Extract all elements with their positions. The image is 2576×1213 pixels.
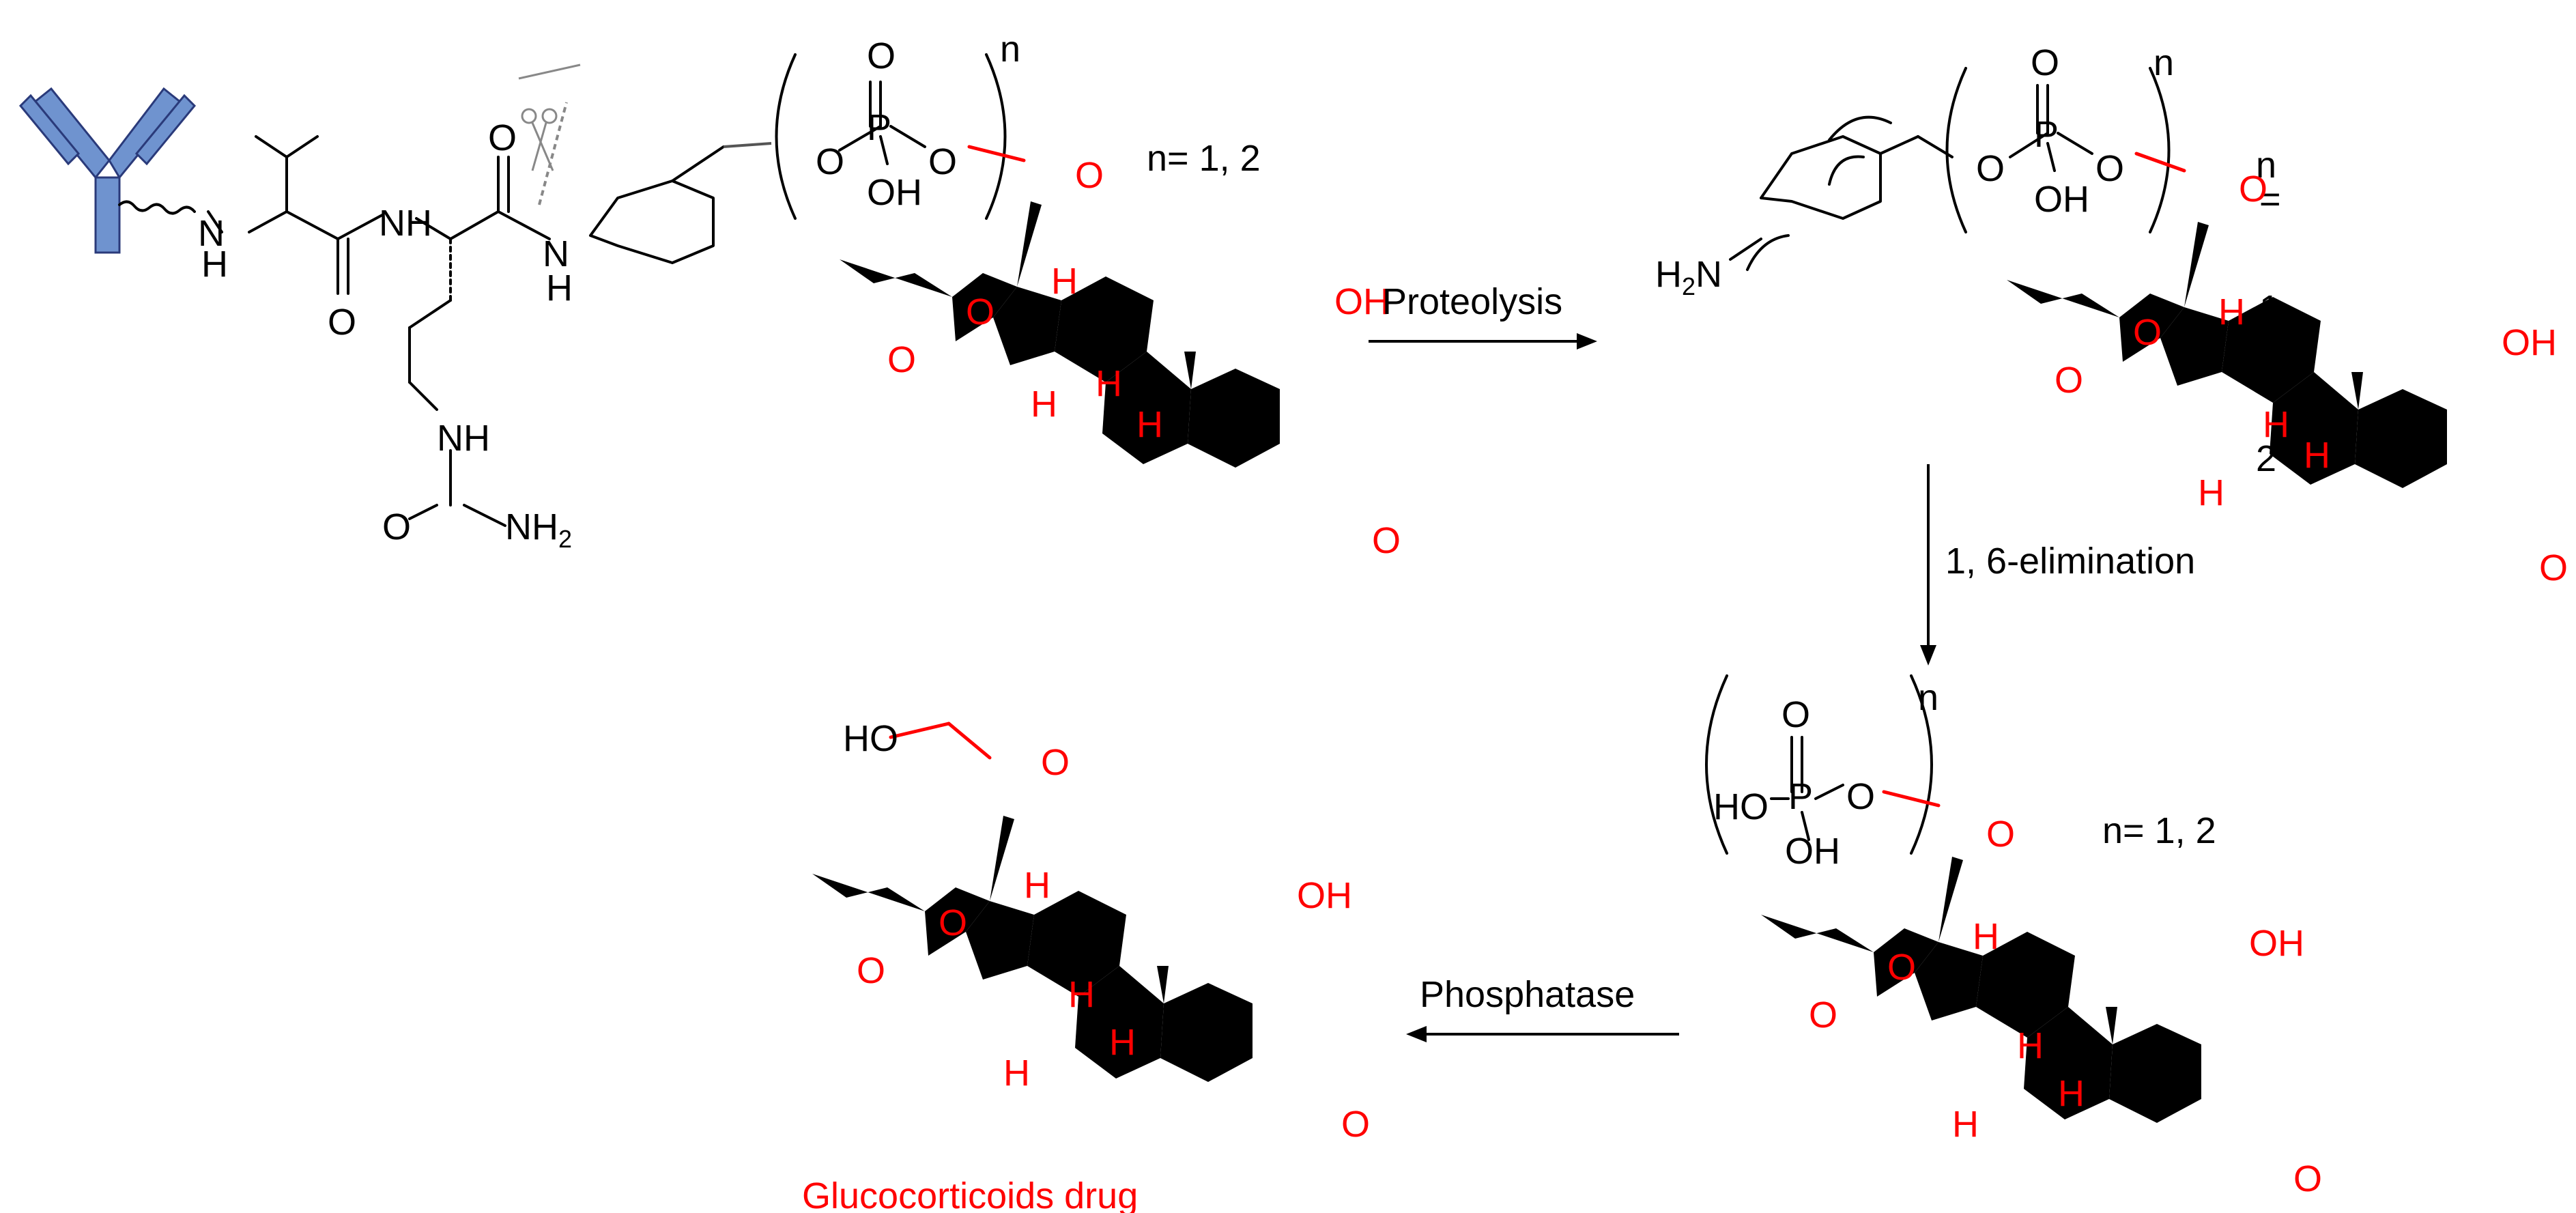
atom-label-o-acetal-f: O: [1809, 995, 1837, 1036]
atom-label-h1: H: [201, 244, 228, 285]
atom-label-h-14d: H: [1024, 865, 1050, 906]
proteolysis-arrow: Proteolysis: [1369, 281, 1597, 349]
atom-label-oh-11: OH: [1334, 281, 1390, 322]
step-label-phosphatase: Phosphatase: [1420, 974, 1635, 1015]
atom-label-n2: N: [543, 233, 569, 274]
atom-label-o-3d: O: [1341, 1104, 1370, 1145]
atom-label-h2n: H2N: [1655, 254, 1722, 300]
bracket-n-1: n: [1000, 29, 1020, 70]
atom-label-h-14: H: [1051, 261, 1078, 302]
atom-label-h-9c: H: [2058, 1073, 2085, 1114]
n-values-1: n= 1, 2: [1147, 138, 1261, 179]
atom-label-o-acetal-e: O: [1887, 947, 1916, 988]
atom-label-h-9d: H: [1109, 1022, 1136, 1063]
atom-label-h-16c: H: [1952, 1104, 1979, 1145]
scissors-icon: [521, 108, 558, 171]
atom-label-ho-p3: HO: [1713, 786, 1769, 827]
stray-n: n: [2256, 145, 2276, 186]
atom-label-o1: O: [328, 302, 356, 343]
atom-label-h-8c: H: [2017, 1025, 2044, 1066]
atom-label-o-ketone4: O: [1041, 742, 1070, 783]
atom-label-o-acetal-b: O: [887, 339, 916, 380]
phosphatase-arrow: Phosphatase: [1406, 974, 1679, 1042]
atom-label-h-14c: H: [1973, 916, 1999, 957]
atom-label-o-acetal-c: O: [2133, 312, 2162, 353]
atom-label-oh-p3: OH: [1785, 831, 1840, 872]
atom-label-h-16d: H: [1003, 1053, 1030, 1094]
atom-label-o-p3a: O: [1781, 694, 1810, 735]
atom-label-o-p3b: O: [1846, 776, 1875, 817]
atom-label-o-acetal-h: O: [857, 950, 885, 991]
bracket-n-2: n: [2153, 42, 2174, 83]
atom-label-nh-amide: NH: [379, 203, 432, 244]
atom-label-h-8b: H: [2263, 404, 2289, 445]
atom-label-oh-11c: OH: [2249, 923, 2304, 964]
atom-label-o3: O: [382, 506, 411, 547]
atom-label-o-int3: O: [2095, 148, 2124, 189]
atom-label-p: P: [867, 107, 891, 148]
stray-1: 1: [2259, 288, 2280, 329]
atom-label-n1: N: [198, 213, 225, 254]
atom-label-o-3b: O: [2539, 547, 2568, 588]
atom-label-oh-int: OH: [2034, 179, 2089, 220]
atom-label-h-16b: H: [2198, 472, 2224, 513]
atom-label-h-9b: H: [2304, 435, 2330, 476]
atom-label-h-9: H: [1136, 404, 1163, 445]
atom-label-o-ester2: O: [928, 141, 957, 182]
stray-comma: ,: [2256, 349, 2266, 390]
atom-label-o-int2: O: [2031, 42, 2059, 83]
atom-label-o-acetal-g: O: [939, 902, 967, 943]
atom-label-ho-21: HO: [843, 718, 898, 759]
step-label-proteolysis: Proteolysis: [1382, 281, 1562, 322]
stray-eq: =: [2259, 179, 2281, 220]
atom-label-h2: H: [546, 268, 573, 309]
atom-label-o-ketone3: O: [1986, 814, 2015, 855]
atom-label-nh-urea: NH: [437, 418, 490, 459]
step-label-elimination: 1, 6-elimination: [1945, 541, 2195, 582]
atom-label-h-8d: H: [1068, 974, 1095, 1015]
atom-label-nh2: NH2: [505, 506, 572, 553]
atom-label-p3: P: [1788, 776, 1813, 817]
atom-label-h-14b: H: [2218, 291, 2245, 332]
atom-label-o-int1: O: [1976, 148, 2005, 189]
atom-label-o-acetal-a: O: [966, 291, 994, 332]
product-caption: Glucocorticoids drug: [802, 1175, 1138, 1213]
atom-label-o-ketone2: O: [2239, 169, 2267, 210]
phosphate-prodrug: O HO P O OH n n= 1, 2 O OH O O O H H H H: [1705, 674, 2322, 1199]
atom-label-oh-11d: OH: [1297, 875, 1352, 916]
atom-label-o-ketone1: O: [1075, 155, 1104, 196]
atom-label-p-int: P: [2034, 114, 2059, 155]
atom-label-o-acetal-d: O: [2055, 360, 2083, 401]
atom-label-oh-phos: OH: [867, 172, 922, 213]
n-values-2: n= 1, 2: [2102, 810, 2216, 851]
glucocorticoid-drug: HO O OH O O O H H H H Glucocorticoids dr…: [802, 718, 1370, 1213]
intermediate-molecule: H2N O O P O OH n n = 1 , 2 O OH O O O H …: [1655, 42, 2568, 588]
stray-2: 2: [2256, 438, 2276, 479]
antibody-icon: [18, 87, 197, 254]
elimination-arrow: 1, 6-elimination: [1920, 464, 2195, 666]
atom-label-o-3: O: [1372, 520, 1401, 561]
atom-label-oh-11b: OH: [2502, 322, 2557, 363]
atom-label-h-8: H: [1096, 363, 1122, 404]
atom-label-o-phos: O: [867, 35, 896, 76]
atom-label-o2: O: [488, 117, 517, 158]
atom-label-o-3c: O: [2293, 1158, 2322, 1199]
atom-label-o-ester: O: [816, 141, 844, 182]
antibody-drug-conjugate: N H NH O O NH O NH2 N H O O P O OH n n= …: [18, 29, 1401, 561]
atom-label-h-16: H: [1031, 384, 1057, 425]
bracket-n-3: n: [1918, 677, 1938, 718]
